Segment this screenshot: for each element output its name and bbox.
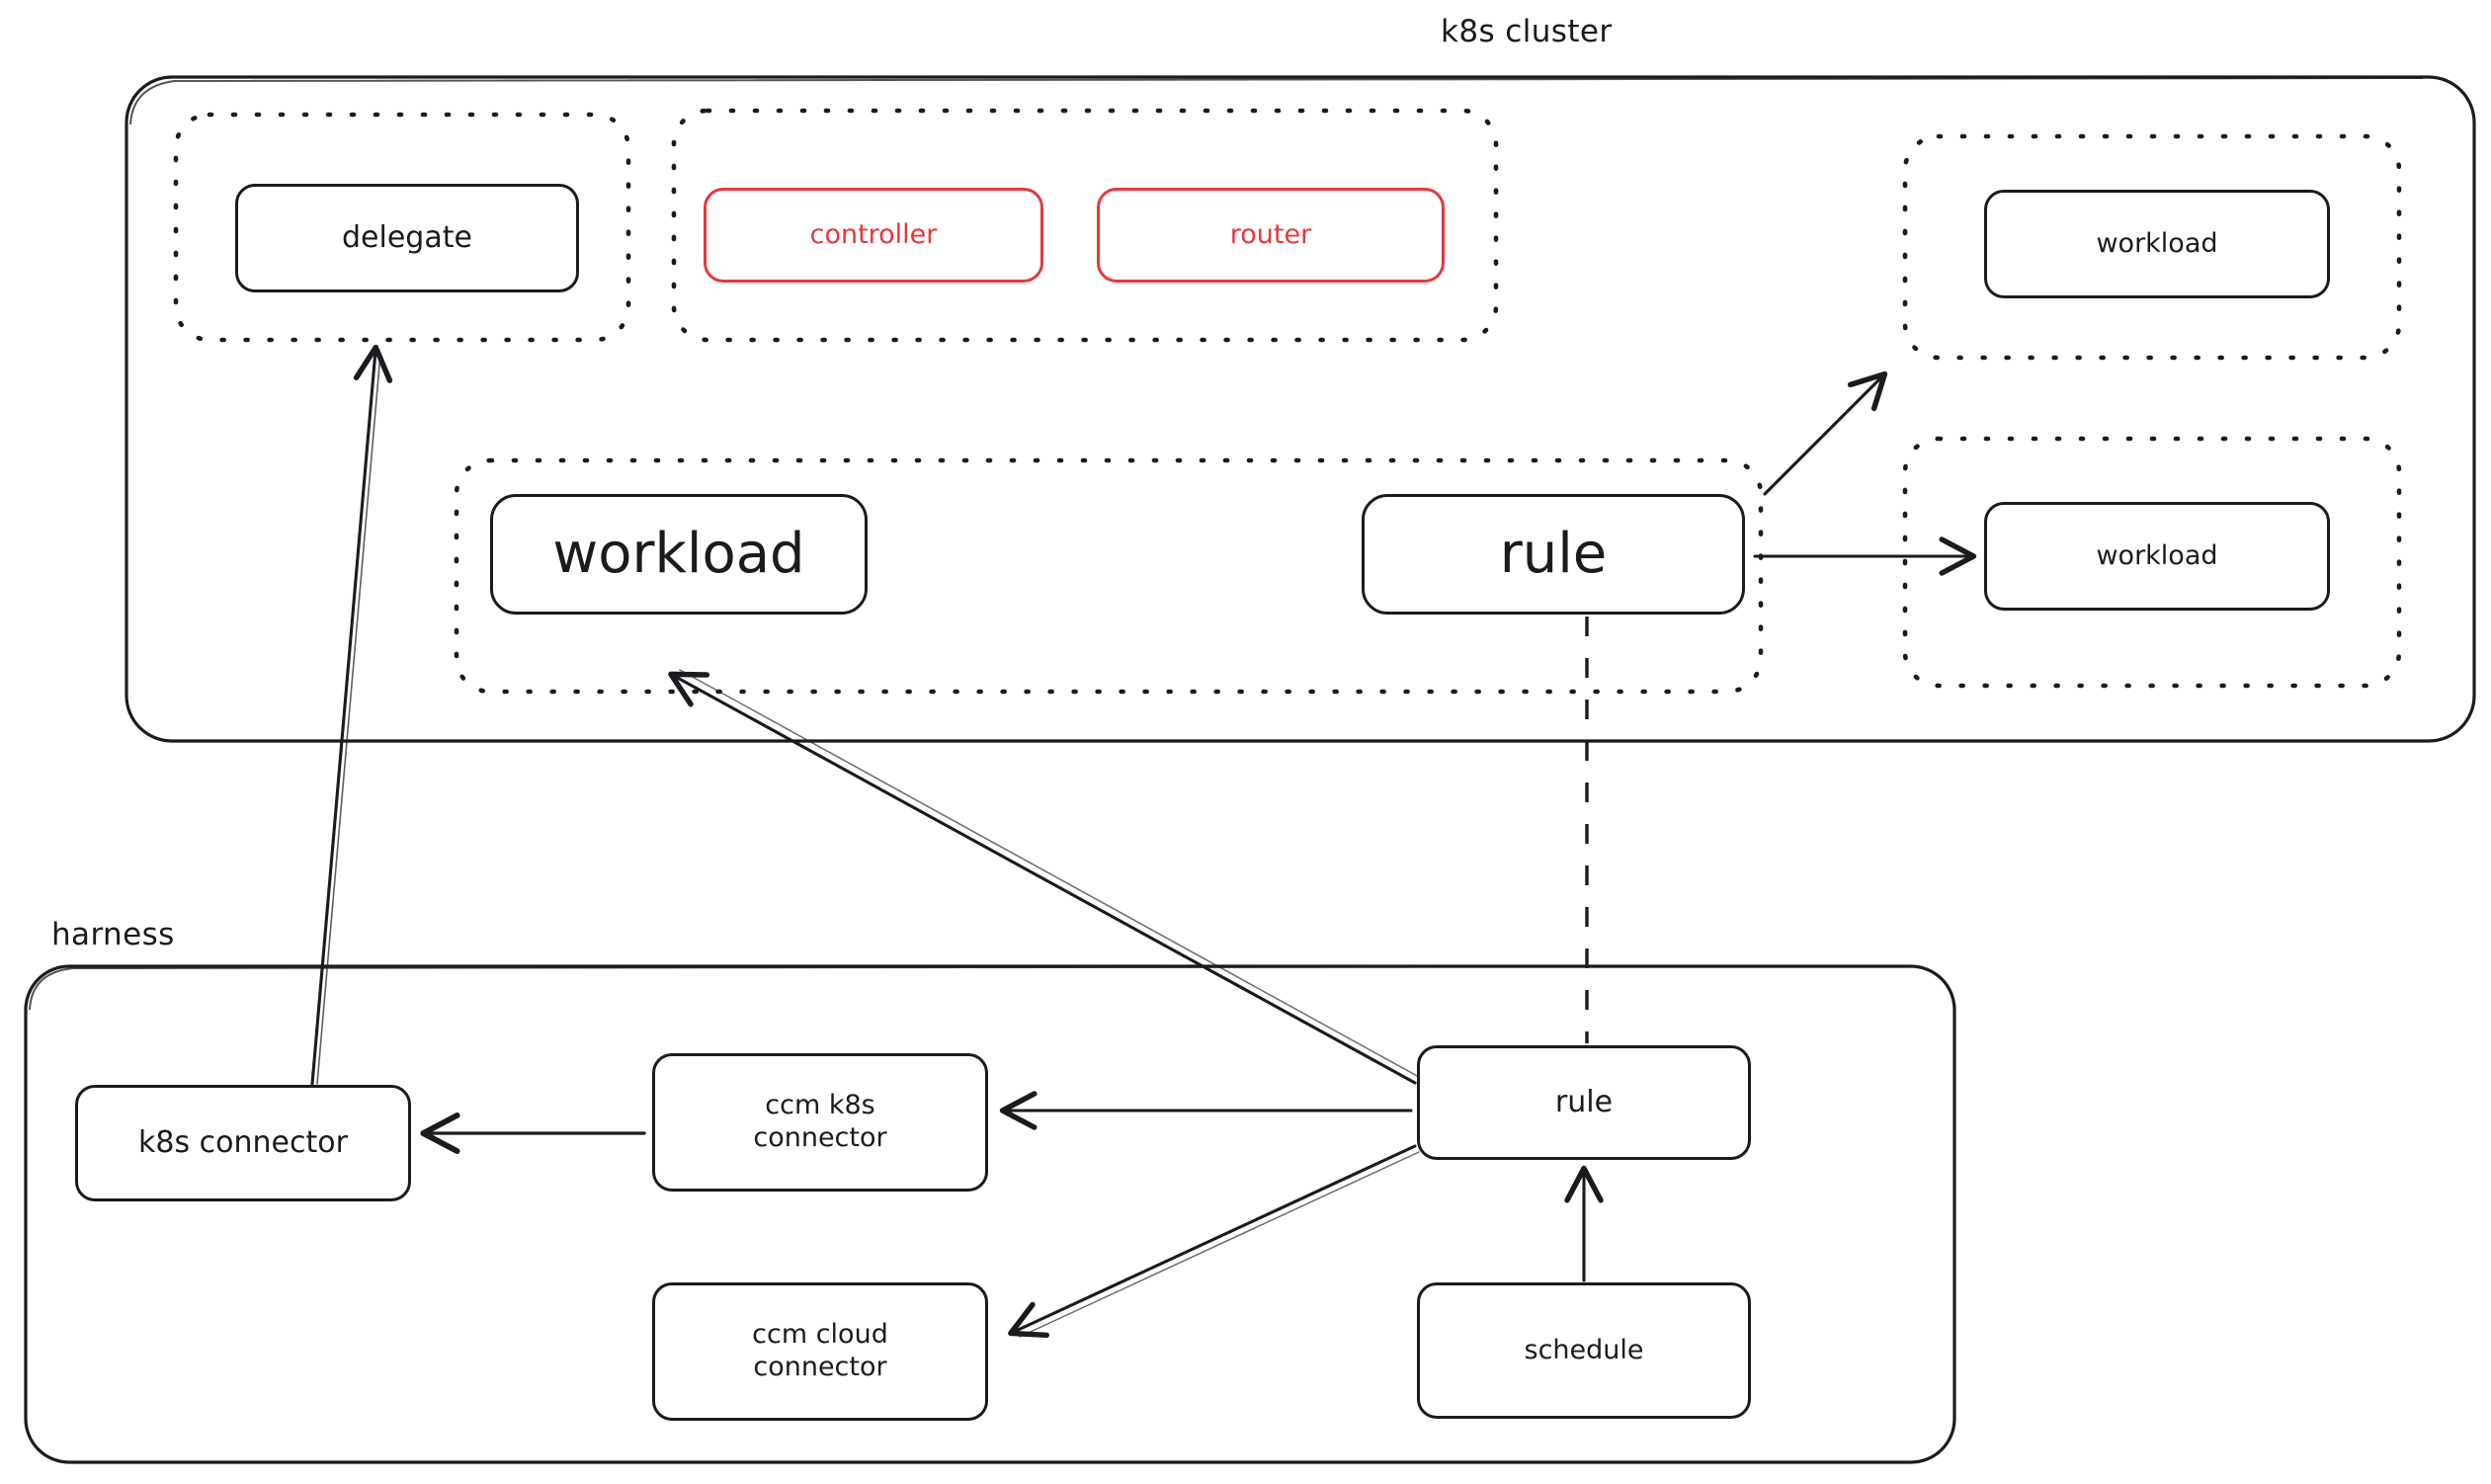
node-workload-top-right-label: workload (2096, 227, 2218, 259)
node-rule-cluster-label: rule (1499, 521, 1608, 586)
edge-k8s-connector-to-delegate (310, 344, 393, 1086)
subgroup-workload-rule (454, 457, 1764, 695)
node-workload-main-label: workload (552, 521, 805, 586)
group-label-harness: harness (51, 917, 175, 952)
node-delegate[interactable]: delegate (235, 184, 579, 292)
subgroup-delegate-pod (173, 112, 631, 343)
edge-rule-harness-to-workload-main (668, 669, 1420, 1085)
subgroup-workload-top-right (1902, 133, 2402, 361)
node-schedule[interactable]: schedule (1417, 1282, 1751, 1419)
node-workload-bottom-right[interactable]: workload (1984, 502, 2330, 611)
node-delegate-label: delegate (342, 219, 472, 255)
group-label-k8s-cluster: k8s cluster (1441, 14, 1613, 49)
subgroup-borders (173, 108, 2402, 695)
node-rule-harness[interactable]: rule (1417, 1045, 1751, 1160)
node-controller-label: controller (809, 218, 938, 250)
edge-rule-to-workload-top-right (1763, 371, 1888, 496)
edge-rule-harness-to-ccm-cloud (1008, 1144, 1420, 1339)
node-rule-cluster[interactable]: rule (1362, 494, 1745, 615)
subgroup-control-plane (671, 108, 1499, 343)
node-router[interactable]: router (1097, 188, 1445, 283)
node-workload-main[interactable]: workload (490, 494, 868, 615)
node-k8s-connector-label: k8s connector (138, 1124, 348, 1160)
node-workload-bottom-right-label: workload (2096, 539, 2218, 571)
node-workload-top-right[interactable]: workload (1984, 190, 2330, 298)
group-k8s-cluster-border (125, 75, 2476, 743)
group-harness-border (24, 964, 1956, 1464)
node-k8s-connector[interactable]: k8s connector (75, 1085, 411, 1201)
node-controller[interactable]: controller (704, 188, 1043, 283)
node-schedule-label: schedule (1524, 1334, 1644, 1365)
node-rule-harness-label: rule (1554, 1084, 1614, 1119)
node-router-label: router (1229, 218, 1312, 250)
subgroup-workload-bottom-right (1902, 436, 2402, 689)
